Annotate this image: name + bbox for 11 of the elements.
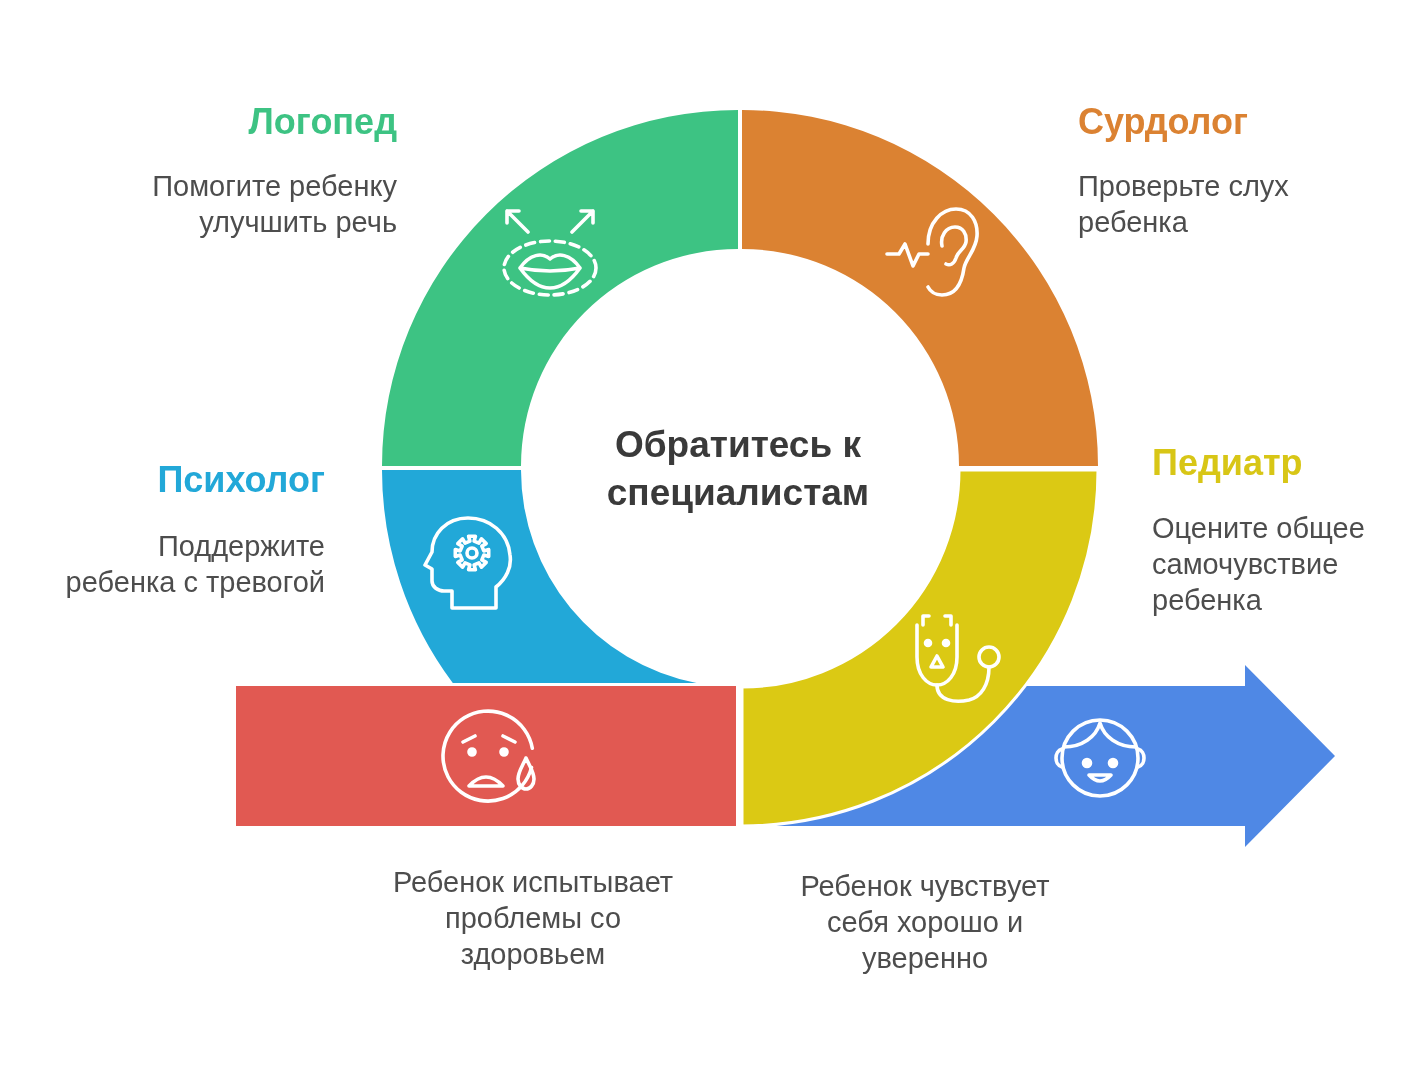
description-text: Поддержите ребенка с тревогой [64,529,325,600]
center-heading: Обратитесь к специалистам [605,423,871,515]
specialist-heading: Сурдолог [1078,100,1249,144]
specialist-heading: Психолог [156,458,325,502]
description-text: Проверьте слух ребенка [1078,169,1290,240]
specialist-heading: Логопед [247,100,397,144]
caption-text: Ребенок чувствует себя хорошо и уверенно [799,869,1051,976]
specialist-heading: Педиатр [1152,441,1304,485]
caption-text: Ребенок испытывает проблемы со здоровьем [391,865,675,972]
description-text: Оцените общее самочувствие ребенка [1152,511,1366,618]
description-text: Помогите ребенку улучшить речь [151,169,397,240]
